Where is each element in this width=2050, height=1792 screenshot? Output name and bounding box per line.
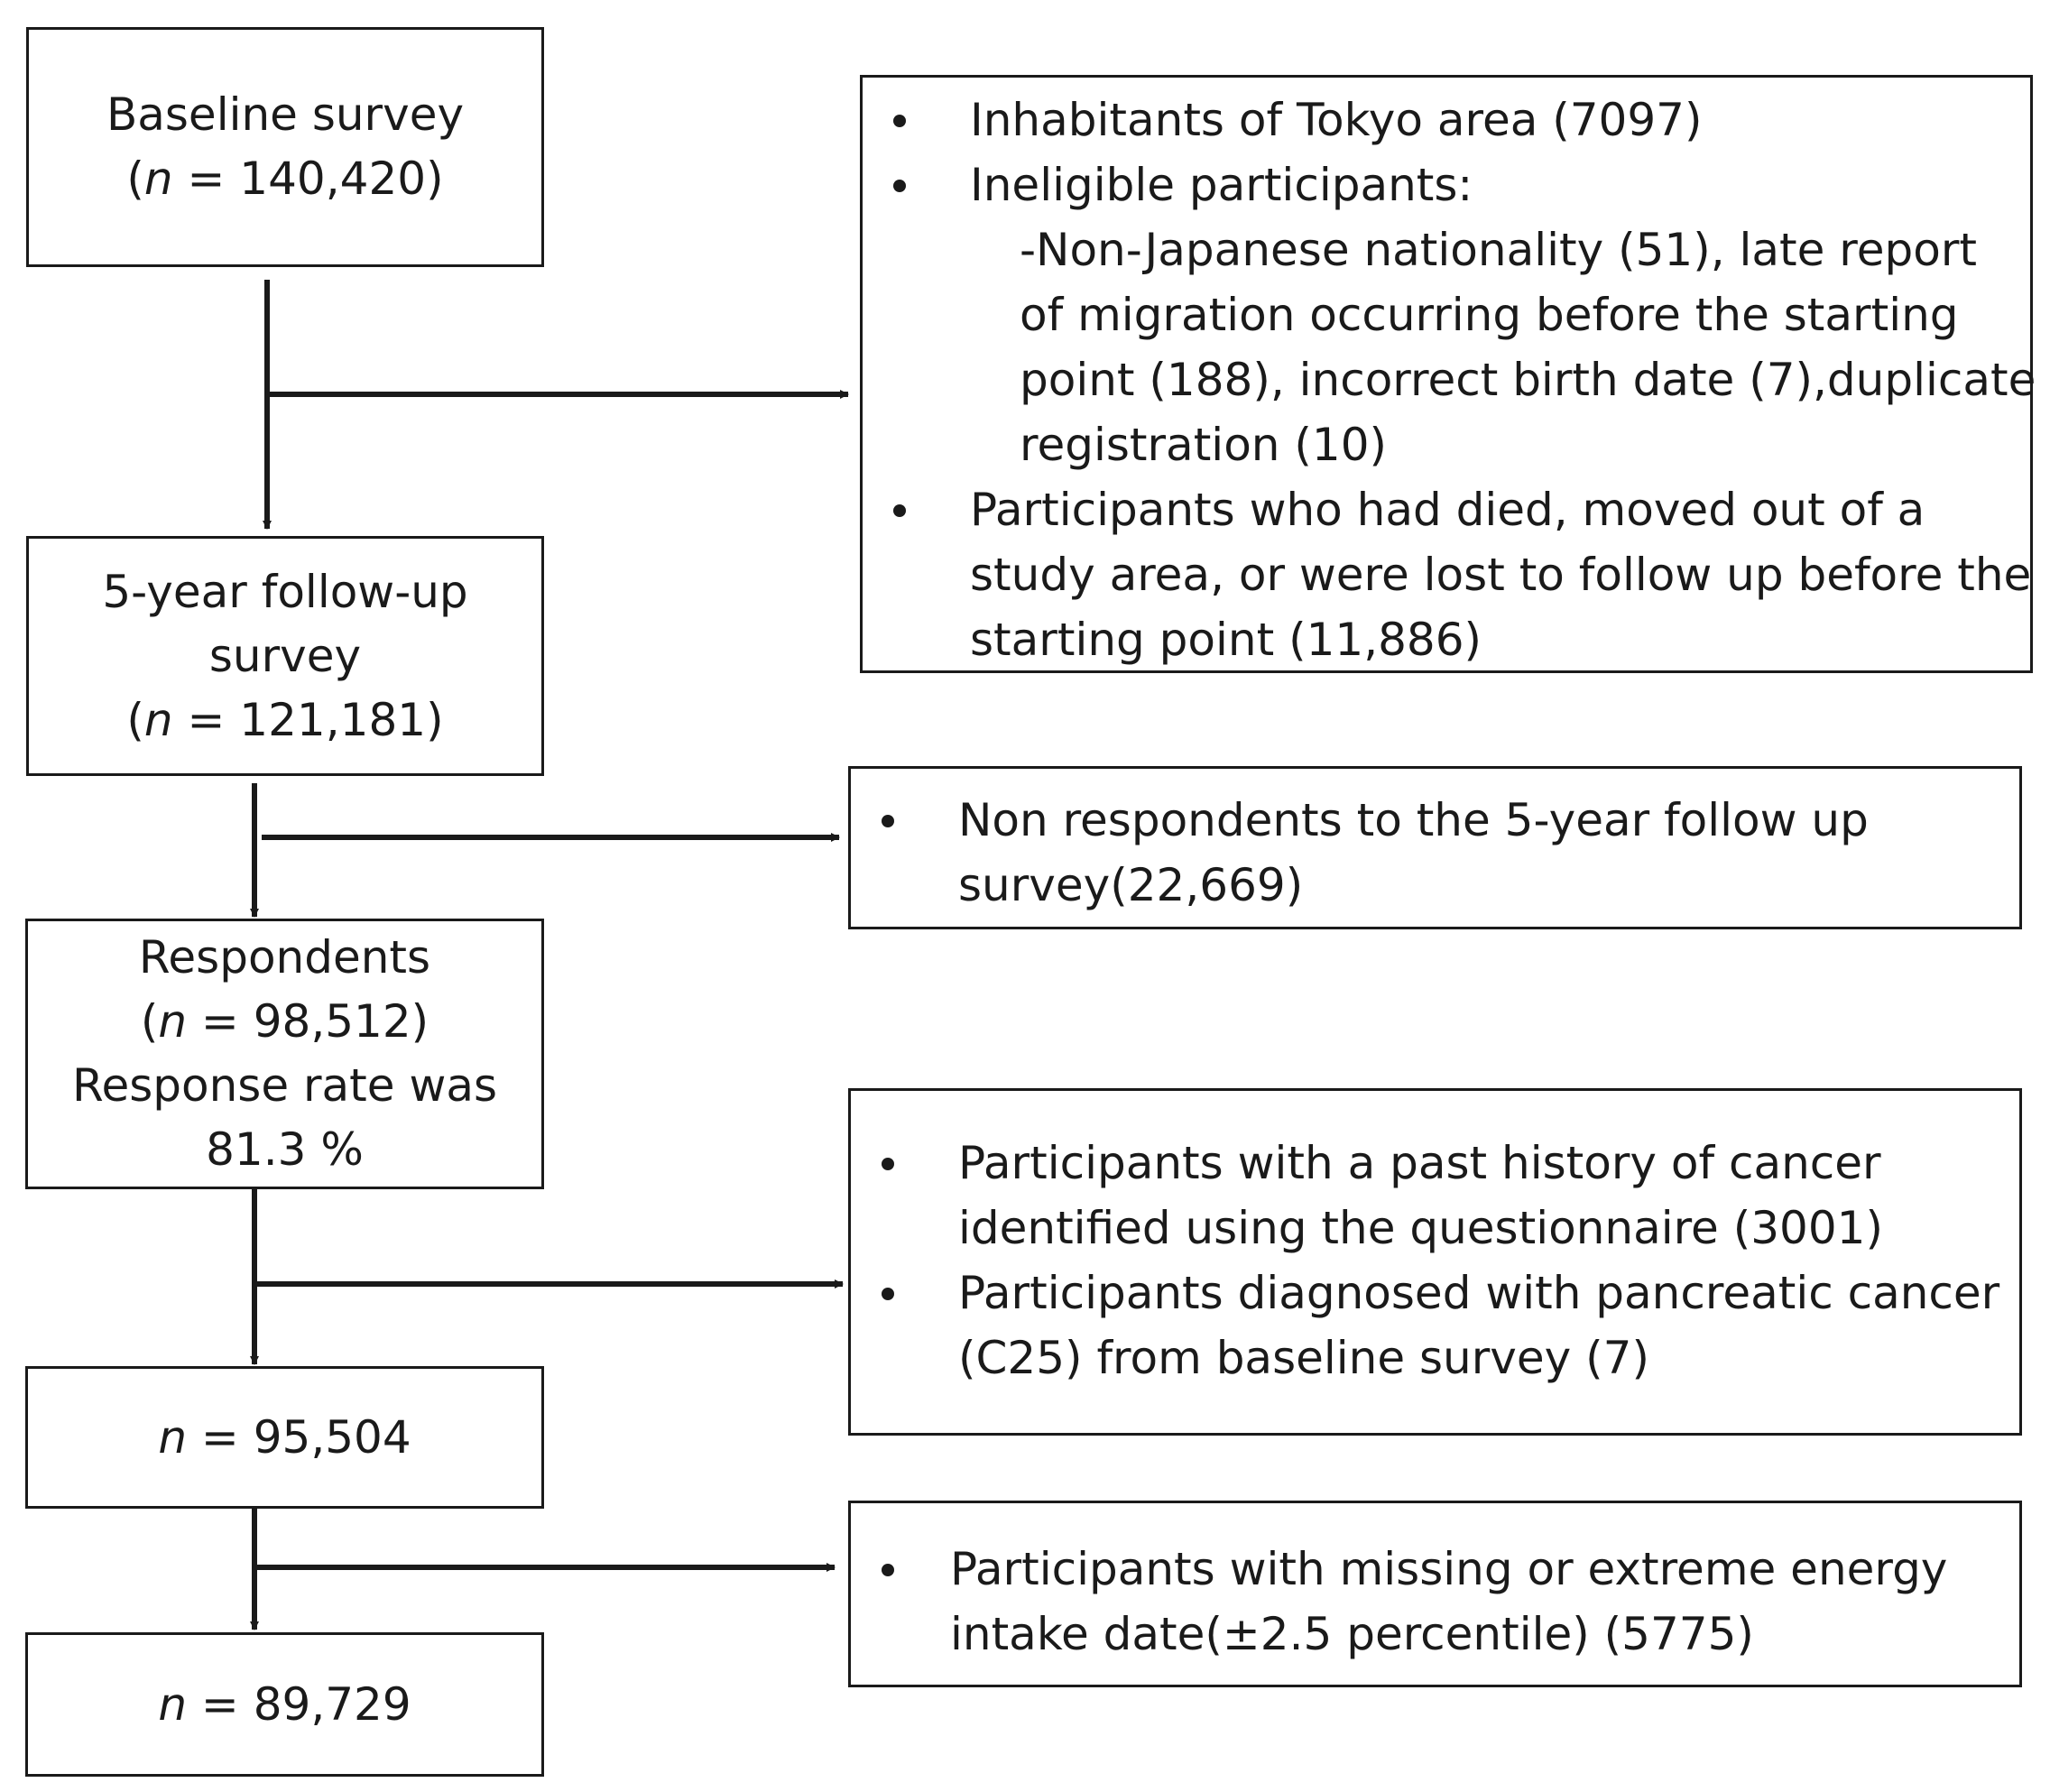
- bullet-icon: [893, 115, 906, 127]
- respondents-n: (n = 98,512): [140, 995, 429, 1048]
- response-rate-line1: Response rate was: [71, 1059, 498, 1112]
- bullet-icon: [882, 1564, 894, 1576]
- exclusion-lost-line1: Participants who had died, moved out of …: [970, 484, 1925, 536]
- bullet-icon: [882, 1288, 894, 1300]
- exclusion-lost-line2: study area, or were lost to follow up be…: [970, 549, 2032, 601]
- bullet-icon: [882, 1158, 894, 1170]
- exclusion-ineligible-detail-4: registration (10): [1020, 419, 1388, 471]
- exclusion-ineligible-detail-2: of migration occurring before the starti…: [1020, 289, 1959, 341]
- baseline-survey-box: Baseline survey (n = 140,420): [26, 27, 544, 267]
- bullet-icon: [893, 180, 906, 192]
- pancreatic-cancer-line1: Participants diagnosed with pancreatic c…: [958, 1267, 2000, 1319]
- exclusion-box-energy-intake: Participants with missing or extreme ene…: [848, 1501, 2022, 1687]
- nonrespondents-line1: Non respondents to the 5-year follow up: [958, 794, 1869, 846]
- followup-title-line1: 5-year follow-up: [102, 565, 468, 618]
- response-rate-line2: 81.3 %: [206, 1123, 364, 1176]
- pancreatic-cancer-line2: (C25) from baseline survey (7): [958, 1332, 1649, 1384]
- exclusion-tokyo: Inhabitants of Tokyo area (7097): [970, 94, 1703, 146]
- baseline-title: Baseline survey: [106, 88, 465, 141]
- exclusion-box-ineligible: Inhabitants of Tokyo area (7097) Ineligi…: [860, 75, 2036, 673]
- exclusion-ineligible-detail-3: point (188), incorrect birth date (7),du…: [1020, 354, 2036, 406]
- exclusion-ineligible-detail-1: -Non-Japanese nationality (51), late rep…: [1020, 224, 1978, 276]
- exclusion-box-cancer: Participants with a past history of canc…: [848, 1088, 2022, 1436]
- followup-survey-box: 5-year follow-up survey (n = 121,181): [26, 536, 544, 776]
- cancer-history-line1: Participants with a past history of canc…: [958, 1137, 1881, 1189]
- nonrespondents-line2: survey(22,669): [958, 859, 1304, 911]
- exclusion-lost-line3: starting point (11,886): [970, 614, 1482, 666]
- energy-intake-line2: intake date(±2.5 percentile) (5775): [950, 1608, 1754, 1660]
- followup-title-line2: survey: [208, 629, 362, 682]
- final-cohort-box: n = 89,729: [25, 1632, 544, 1777]
- final-n: n = 89,729: [158, 1677, 411, 1731]
- exclusion-box-nonrespondents: Non respondents to the 5-year follow up …: [848, 766, 2022, 929]
- followup-n: (n = 121,181): [126, 693, 444, 746]
- baseline-n: (n = 140,420): [126, 152, 444, 205]
- after-cancer-exclusion-box: n = 95,504: [25, 1366, 544, 1509]
- energy-intake-line1: Participants with missing or extreme ene…: [950, 1543, 1948, 1595]
- after-cancer-n: n = 95,504: [158, 1410, 411, 1464]
- respondents-title: Respondents: [138, 931, 431, 984]
- bullet-icon: [893, 504, 906, 517]
- bullet-icon: [882, 815, 894, 827]
- exclusion-ineligible-heading: Ineligible participants:: [970, 159, 1473, 211]
- respondents-box: Respondents (n = 98,512) Response rate w…: [25, 919, 544, 1189]
- cancer-history-line2: identified using the questionnaire (3001…: [958, 1202, 1883, 1254]
